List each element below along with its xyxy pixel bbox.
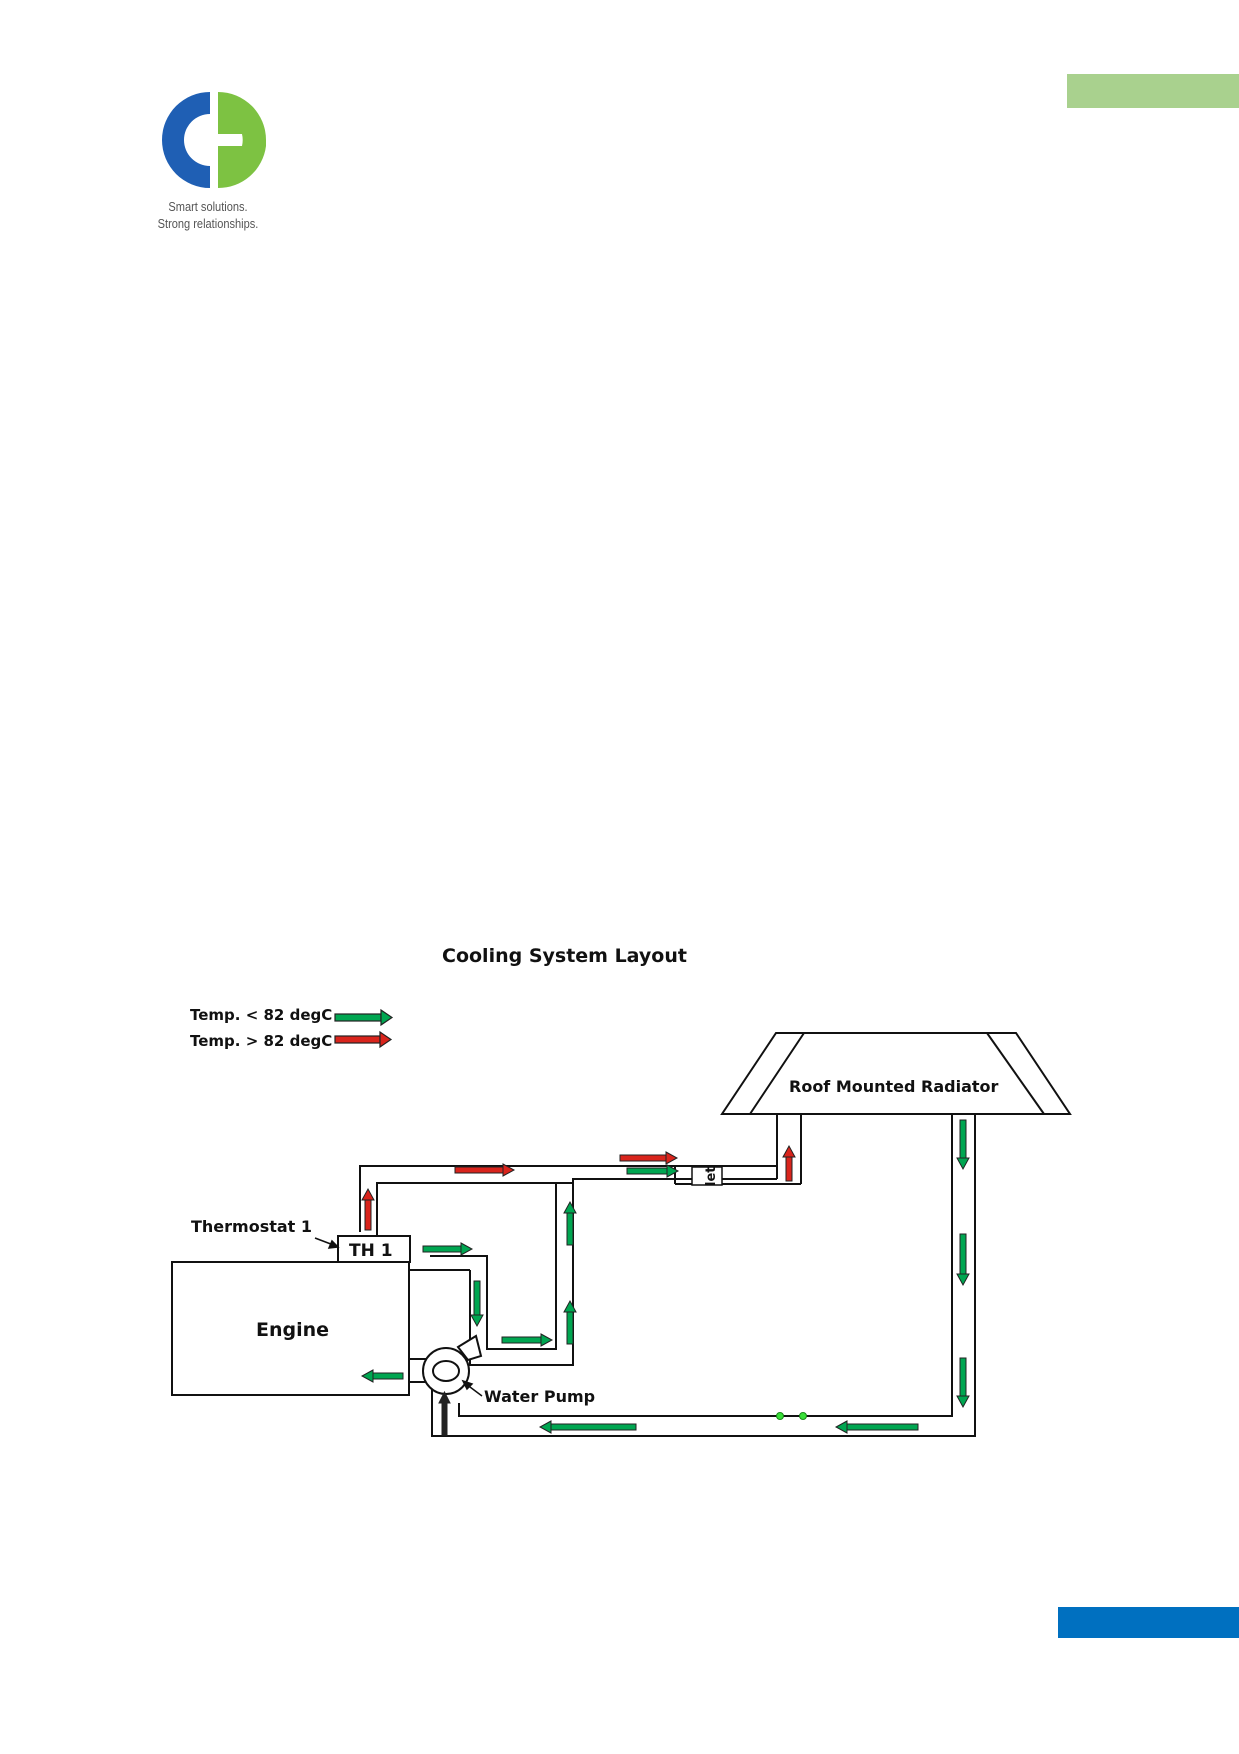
flow-arrow-cold [956,1119,970,1171]
flow-arrow-cold [626,1164,680,1178]
junction-dots [776,1412,807,1420]
flow-arrow-cold [563,1200,577,1246]
legend-arrow-hot [334,1030,393,1049]
flow-arrow-cold [956,1357,970,1409]
flow-arrow-cold [538,1420,637,1434]
flow-arrow-hot [782,1144,796,1182]
flow-arrow-hot [454,1163,516,1177]
thermostat-callout: Thermostat 1 [191,1217,312,1236]
water-pump [422,1334,483,1395]
logo-tagline-line-2: Strong relationships. [157,216,259,231]
header-accent-bar [1067,74,1239,108]
flow-arrow-cold [470,1280,484,1328]
thermostat-box [337,1235,411,1263]
flow-arrow-cold [563,1299,577,1345]
flow-arrows-hot [361,1144,796,1231]
radiator-inlet: let [691,1166,723,1187]
diagram-title: Cooling System Layout [442,945,687,967]
flow-arrow-cold [834,1420,919,1434]
flow-arrow-cold [956,1233,970,1287]
flow-arrows-cold [360,1119,970,1434]
company-logo [162,92,266,189]
flow-arrow-hot [619,1151,679,1165]
logo-blue-c [162,92,210,188]
flow-arrow-hot [361,1187,375,1231]
flow-arrow-cold [501,1333,554,1347]
radiator-label: Roof Mounted Radiator [789,1077,999,1096]
roof-mounted-radiator [720,1032,1072,1115]
pipe-network [359,1114,976,1437]
water-pump-label: Water Pump [484,1387,595,1406]
flow-arrow-cold [360,1369,404,1383]
logo-tagline: Smart solutions. Strong relationships. [140,198,276,232]
water-pump-callout-arrow-icon [461,1379,483,1397]
legend-arrow-cold [334,1008,394,1027]
logo-green-g [218,92,266,189]
logo-tagline-line-1: Smart solutions. [168,199,248,214]
thermostat-callout-arrow-icon [314,1237,340,1249]
legend-label-cold: Temp. < 82 degC [190,1006,332,1024]
legend-label-hot: Temp. > 82 degC [190,1032,332,1050]
footer-accent-bar [1058,1607,1239,1638]
thermostat-box-label: TH 1 [349,1241,393,1261]
flow-arrow-cold [422,1242,474,1256]
svg-text:let: let [704,1167,719,1187]
engine-label: Engine [256,1319,329,1341]
flow-arrow-pump-inlet [438,1390,451,1436]
